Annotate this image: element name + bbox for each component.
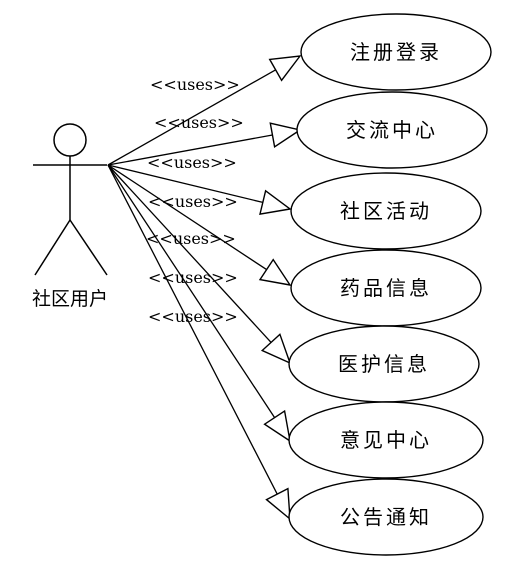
actor-figure xyxy=(33,123,108,276)
association-line xyxy=(107,69,277,166)
actor-right-leg xyxy=(69,219,108,276)
use-case-label: 社区活动 xyxy=(340,199,432,223)
use-case-ellipse xyxy=(288,478,484,556)
use-case-ellipse xyxy=(288,401,484,479)
stereotype-label: <<uses>> xyxy=(146,229,236,248)
stereotype-label: <<uses>> xyxy=(147,153,237,172)
association-line xyxy=(107,164,276,418)
arrowhead xyxy=(263,409,291,443)
association-line xyxy=(107,164,278,495)
arrowhead xyxy=(268,55,302,82)
use-case-label: 意见中心 xyxy=(340,428,432,452)
association-line xyxy=(107,164,263,204)
arrowhead xyxy=(258,258,292,286)
association-line xyxy=(107,164,267,271)
use-case-label: 医护信息 xyxy=(338,352,430,376)
use-case: 医护信息 xyxy=(288,325,480,403)
stereotype-labels: <<uses>> <<uses>> <<uses>> <<uses>> <<uses>>… xyxy=(146,75,244,326)
stereotype-label: <<uses>> xyxy=(148,268,238,287)
actor-label: 社区用户 xyxy=(32,288,108,310)
stereotype-label: <<uses>> xyxy=(148,307,238,326)
stereotype-label: <<uses>> xyxy=(148,192,238,211)
use-case: 交流中心 xyxy=(296,91,488,169)
arrowhead xyxy=(265,487,291,521)
use-case-label: 交流中心 xyxy=(346,118,438,142)
actor-head xyxy=(53,123,87,157)
use-case-label: 药品信息 xyxy=(340,276,432,300)
use-case-label: 公告通知 xyxy=(340,505,432,529)
use-case: 社区活动 xyxy=(290,172,482,250)
arrowhead xyxy=(259,189,292,215)
actor-left-leg xyxy=(34,219,71,276)
arrowhead xyxy=(260,333,292,365)
stereotype-label: <<uses>> xyxy=(154,113,244,132)
stereotype-label: <<uses>> xyxy=(150,75,240,94)
use-case-label: 注册登录 xyxy=(350,40,442,64)
use-case: 注册登录 xyxy=(300,13,492,91)
use-case-ellipse xyxy=(300,13,492,91)
use-case-ellipse xyxy=(290,172,482,250)
arrowhead xyxy=(269,122,302,148)
association-lines xyxy=(107,55,302,521)
use-case: 意见中心 xyxy=(288,401,484,479)
use-case: 公告通知 xyxy=(288,478,484,556)
association-line xyxy=(107,134,273,166)
use-case: 药品信息 xyxy=(290,249,482,327)
association-line xyxy=(107,164,272,343)
use-case-ellipse xyxy=(296,91,488,169)
